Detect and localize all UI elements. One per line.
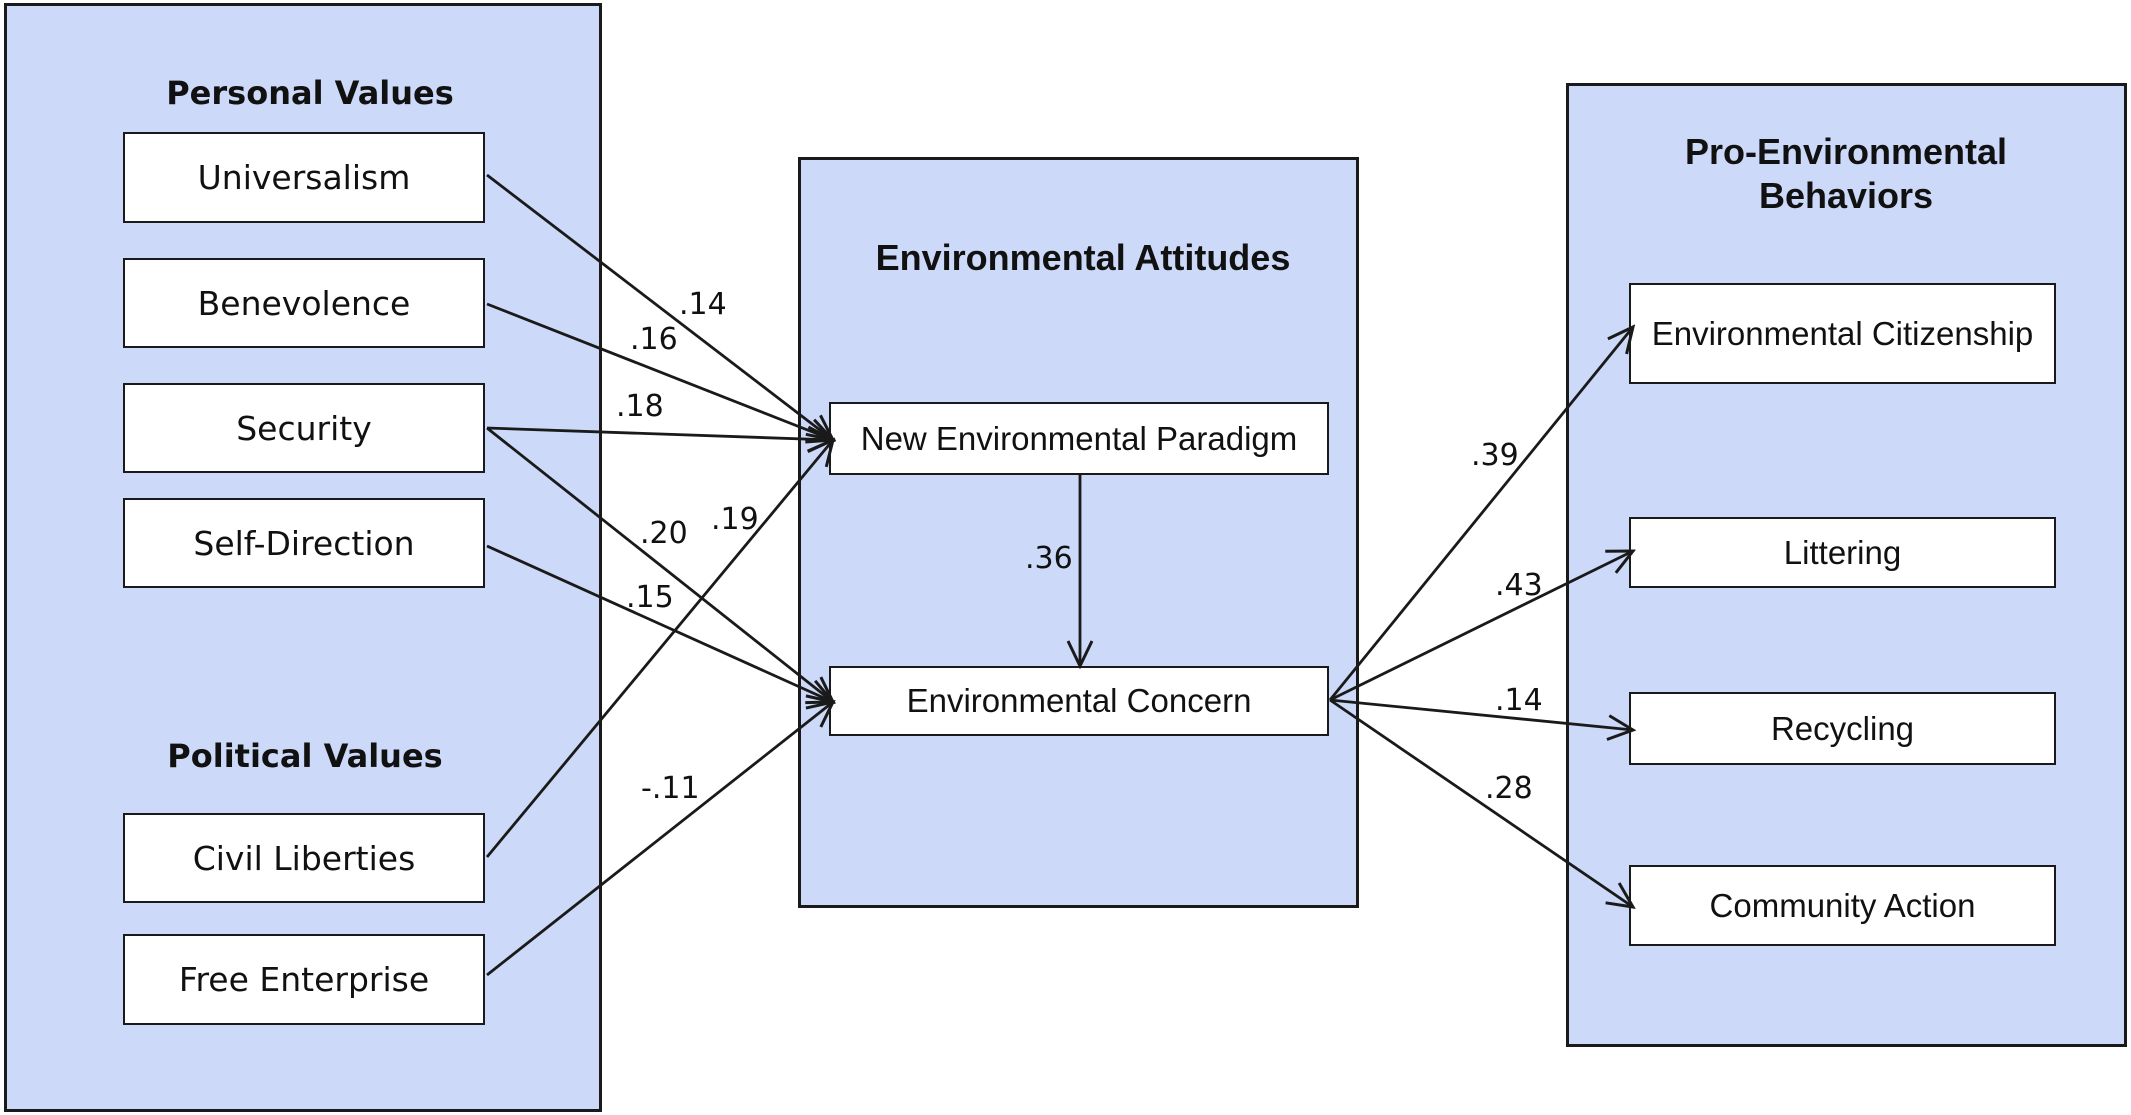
node-new-environmental-paradigm: New Environmental Paradigm [829,402,1329,475]
node-universalism: Universalism [123,132,485,223]
node-label: Self-Direction [193,523,415,563]
coef-self-direction-concern: .15 [626,580,674,615]
coef-nep-concern: .36 [1025,541,1073,576]
coef-security-concern: .20 [640,516,688,551]
node-label: Environmental Concern [906,682,1252,719]
node-civil-liberties: Civil Liberties [123,813,485,903]
node-environmental-citizenship: Environmental Citizenship [1629,283,2056,384]
behaviors-heading-line1: Pro-Environmental [1684,131,2008,172]
node-label: Security [236,408,372,448]
coef-civil-liberties-nep: .19 [711,502,759,537]
node-label: New Environmental Paradigm [860,419,1298,457]
node-environmental-concern: Environmental Concern [829,666,1329,736]
personal-values-heading: Personal Values [166,74,454,112]
node-label: Benevolence [197,283,411,323]
coef-concern-citizenship: .39 [1471,438,1519,473]
political-values-heading: Political Values [167,737,443,775]
node-community-action: Community Action [1629,865,2056,946]
environmental-attitudes-heading: Environmental Attitudes [875,237,1291,278]
coef-benevolence-nep: .16 [630,322,678,357]
coef-concern-recycling: .14 [1495,683,1543,718]
node-label: Universalism [197,158,411,197]
node-label: Civil Liberties [192,838,416,878]
coef-concern-community: .28 [1485,771,1533,806]
coef-concern-littering: .43 [1495,568,1543,603]
coef-universalism-nep: .14 [679,287,727,322]
node-littering: Littering [1629,517,2056,588]
node-label: Free Enterprise [178,960,430,999]
node-label: Littering [1783,533,1902,571]
node-label: Environmental Citizenship [1651,314,2034,352]
node-recycling: Recycling [1629,692,2056,765]
node-free-enterprise: Free Enterprise [123,934,485,1025]
behaviors-heading-line2: Behaviors [1758,175,1934,216]
coef-security-nep: .18 [616,389,664,424]
node-security: Security [123,383,485,473]
node-self-direction: Self-Direction [123,498,485,588]
attitudes-panel [798,157,1359,908]
coef-free-enterprise-concern: -.11 [641,771,700,806]
node-label: Community Action [1709,886,1976,924]
node-label: Recycling [1770,709,1915,747]
node-benevolence: Benevolence [123,258,485,348]
